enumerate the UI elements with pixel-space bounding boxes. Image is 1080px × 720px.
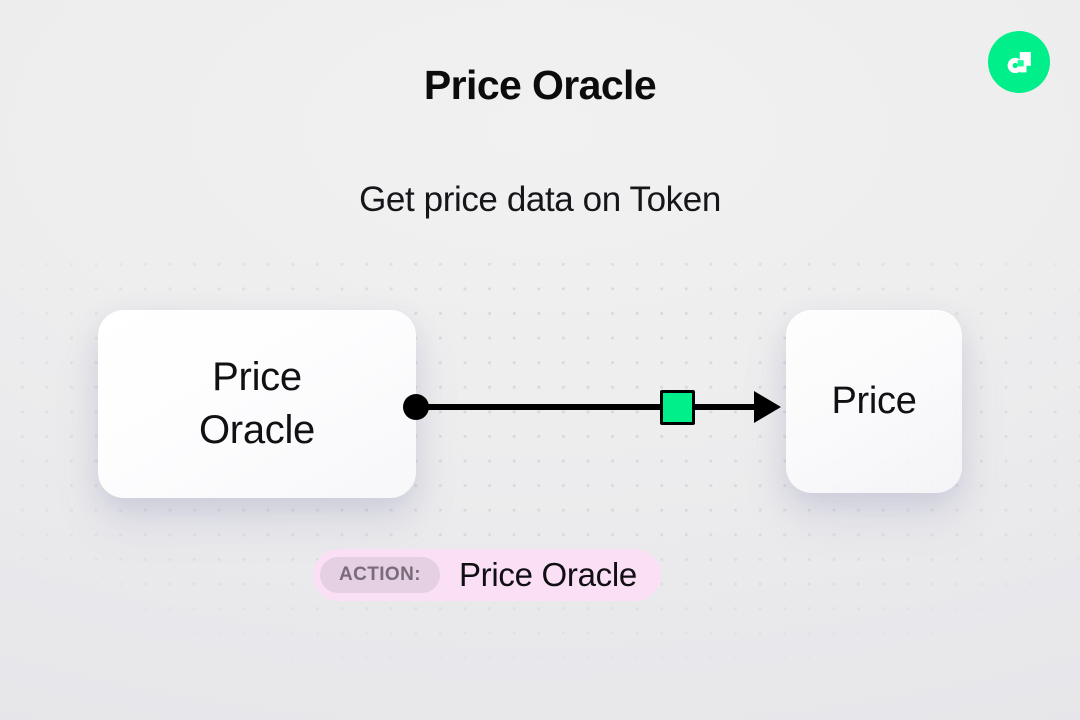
node-card-target[interactable]: Price <box>786 310 962 493</box>
node-card-source[interactable]: Price Oracle <box>98 310 416 498</box>
action-bar[interactable]: ACTION: Price Oracle <box>313 549 661 601</box>
arrow-right-icon <box>754 391 781 423</box>
action-tag-label: ACTION: <box>320 557 440 593</box>
node-source-label: Price Oracle <box>199 351 315 457</box>
action-value: Price Oracle <box>458 555 637 593</box>
page-subtitle: Get price data on Token <box>359 180 721 219</box>
node-source-line-1: Price <box>212 355 302 400</box>
flow-logo-icon <box>988 31 1050 93</box>
page-title: Price Oracle <box>423 62 657 108</box>
connector-chip-icon[interactable] <box>660 390 695 425</box>
node-target-label: Price <box>831 379 917 422</box>
node-source-line-2: Oracle <box>198 408 315 452</box>
connector-edge <box>403 380 794 436</box>
